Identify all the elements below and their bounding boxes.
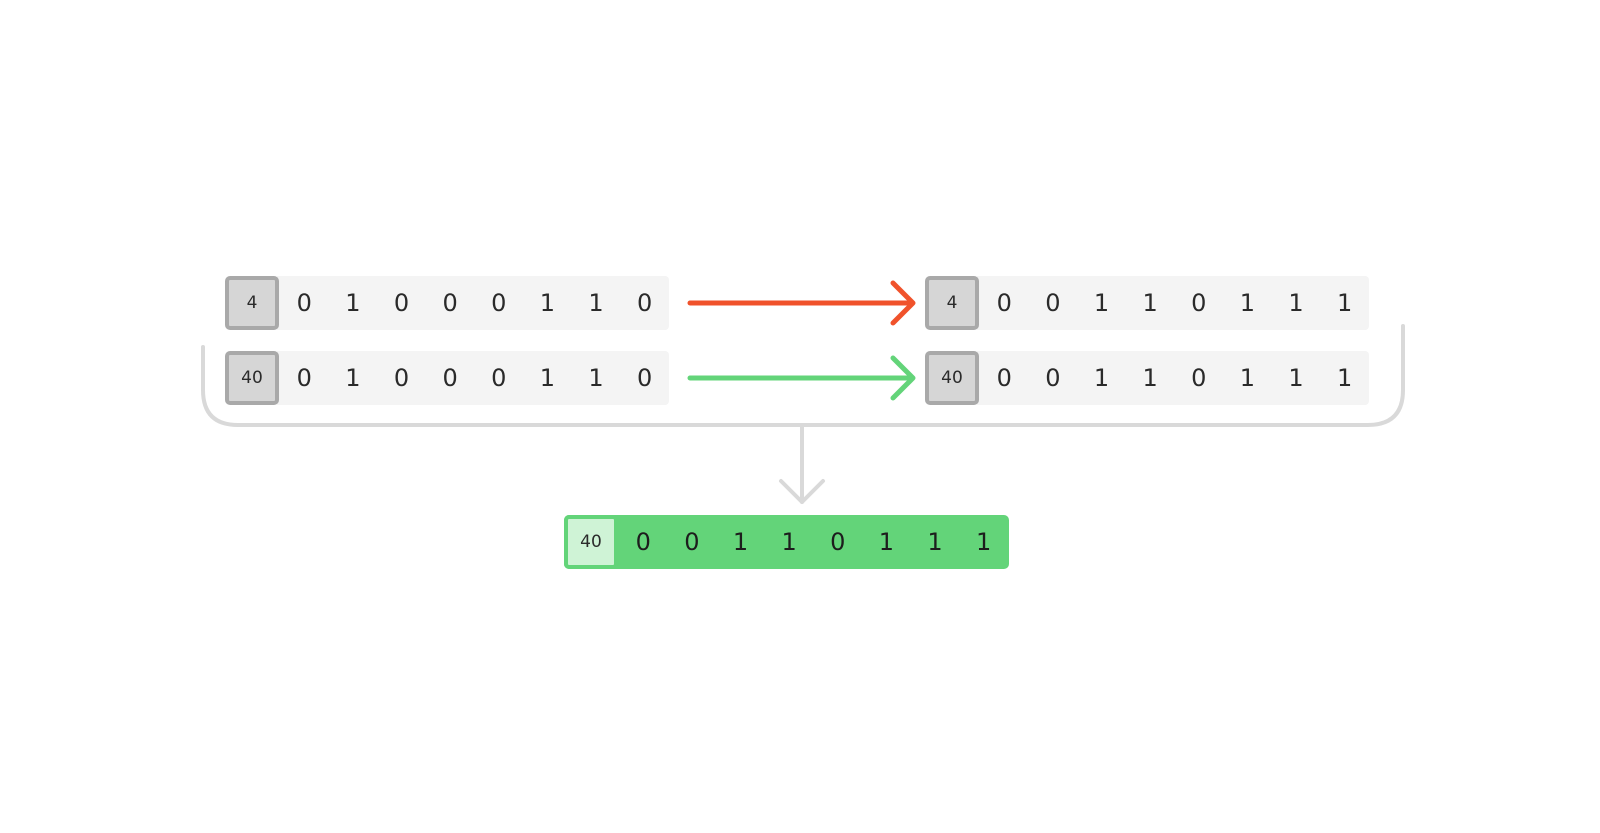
bit: 1: [976, 528, 992, 556]
bit: 0: [996, 289, 1012, 317]
bit: 0: [393, 289, 410, 317]
bit: 1: [539, 364, 556, 392]
row-1-right-bits: 0 0 1 1 0 1 1 1: [977, 276, 1369, 330]
bit: 0: [442, 289, 458, 317]
bit: 1: [1288, 364, 1304, 392]
bit: 1: [1093, 289, 1110, 317]
bit: 1: [1337, 289, 1353, 317]
bit: 0: [1191, 289, 1207, 317]
arrow-green: [687, 355, 916, 401]
row-2-right-tag: 40: [925, 351, 979, 405]
bit: 0: [393, 364, 410, 392]
bit: 0: [442, 364, 458, 392]
result-bits: 0 0 1 1 0 1 1 1: [616, 515, 1008, 569]
row-2-right-bits: 0 0 1 1 0 1 1 1: [977, 351, 1369, 405]
bit: 1: [1239, 289, 1256, 317]
down-arrow-head: [779, 479, 825, 504]
bit: 0: [1045, 364, 1061, 392]
row-2-left-tag: 40: [225, 351, 279, 405]
bit: 0: [996, 364, 1012, 392]
bit: 1: [1093, 364, 1110, 392]
result-register: 40 0 0 1 1 0 1 1 1: [564, 515, 1009, 569]
row-2-left-bits: 0 1 0 0 0 1 1 0: [277, 351, 669, 405]
row-2-right-register: 40 0 0 1 1 0 1 1 1: [925, 351, 1371, 405]
bit: 1: [588, 289, 604, 317]
bit: 0: [684, 528, 700, 556]
bit: 1: [1239, 364, 1256, 392]
row-1-left-bits: 0 1 0 0 0 1 1 0: [277, 276, 669, 330]
bit: 0: [296, 289, 312, 317]
bit: 1: [539, 289, 556, 317]
bit: 1: [1337, 364, 1353, 392]
bit: 1: [345, 364, 361, 392]
bit: 1: [345, 289, 361, 317]
arrow-red: [687, 280, 916, 326]
bit: 1: [1142, 289, 1158, 317]
bit: 0: [1045, 289, 1061, 317]
bit: 1: [927, 528, 943, 556]
bit: 0: [830, 528, 846, 556]
row-1-left-register: 4 0 1 0 0 0 1 1 0: [225, 276, 671, 330]
bit: 0: [637, 364, 653, 392]
bit: 0: [296, 364, 312, 392]
row-2-left-register: 40 0 1 0 0 0 1 1 0: [225, 351, 671, 405]
bit: 1: [1288, 289, 1304, 317]
row-1-right-tag: 4: [925, 276, 979, 330]
bit: 1: [878, 528, 895, 556]
result-tag: 40: [564, 515, 618, 569]
bit: 0: [1191, 364, 1207, 392]
bit: 1: [732, 528, 749, 556]
bit: 1: [781, 528, 797, 556]
bit: 1: [588, 364, 604, 392]
bit: 1: [1142, 364, 1158, 392]
row-1-right-register: 4 0 0 1 1 0 1 1 1: [925, 276, 1371, 330]
bit: 0: [491, 364, 507, 392]
bit: 0: [635, 528, 651, 556]
bit: 0: [637, 289, 653, 317]
row-1-left-tag: 4: [225, 276, 279, 330]
bit: 0: [491, 289, 507, 317]
